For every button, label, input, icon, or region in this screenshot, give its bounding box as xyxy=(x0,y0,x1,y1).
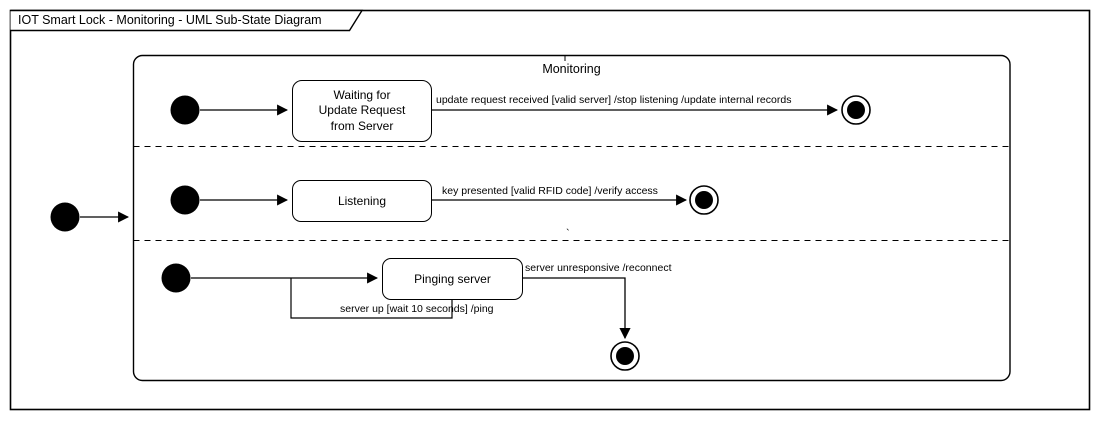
transition-update-request-label: update request received [valid server] /… xyxy=(436,94,792,106)
transition-server-up-label: server up [wait 10 seconds] /ping xyxy=(340,303,494,315)
outer-frame xyxy=(9,9,1091,411)
diagram-title: IOT Smart Lock - Monitoring - UML Sub-St… xyxy=(18,13,322,27)
transition-key-presented-label: key presented [valid RFID code] /verify … xyxy=(442,185,658,197)
state-pinging-label: Pinging server xyxy=(414,272,491,286)
state-waiting-for-update: Waiting for Update Request from Server xyxy=(292,80,432,142)
title-tab-shape xyxy=(10,9,364,32)
final-state-lane2 xyxy=(689,185,719,215)
state-listening: Listening xyxy=(292,180,432,222)
stray-mark: ` xyxy=(566,228,570,240)
transition-server-unresponsive-label: server unresponsive /reconnect xyxy=(525,262,672,274)
final-state-lane3 xyxy=(610,341,640,371)
monitoring-state-label: Monitoring xyxy=(542,62,601,76)
state-listening-label: Listening xyxy=(337,194,387,208)
final-state-lane1 xyxy=(841,95,871,125)
state-pinging-server: Pinging server xyxy=(382,258,523,300)
initial-state-outer xyxy=(50,202,80,232)
state-waiting-label: Waiting for Update Request from Server xyxy=(318,87,406,133)
transition-server-up-loop xyxy=(290,278,453,319)
final-state-lane1-dot xyxy=(847,101,865,119)
final-state-lane3-dot xyxy=(616,347,634,365)
initial-state-lane3 xyxy=(161,263,191,293)
transition-server-unresponsive-line xyxy=(521,277,631,340)
initial-state-lane1 xyxy=(170,95,200,125)
initial-state-lane2 xyxy=(170,185,200,215)
final-state-lane2-dot xyxy=(695,191,713,209)
